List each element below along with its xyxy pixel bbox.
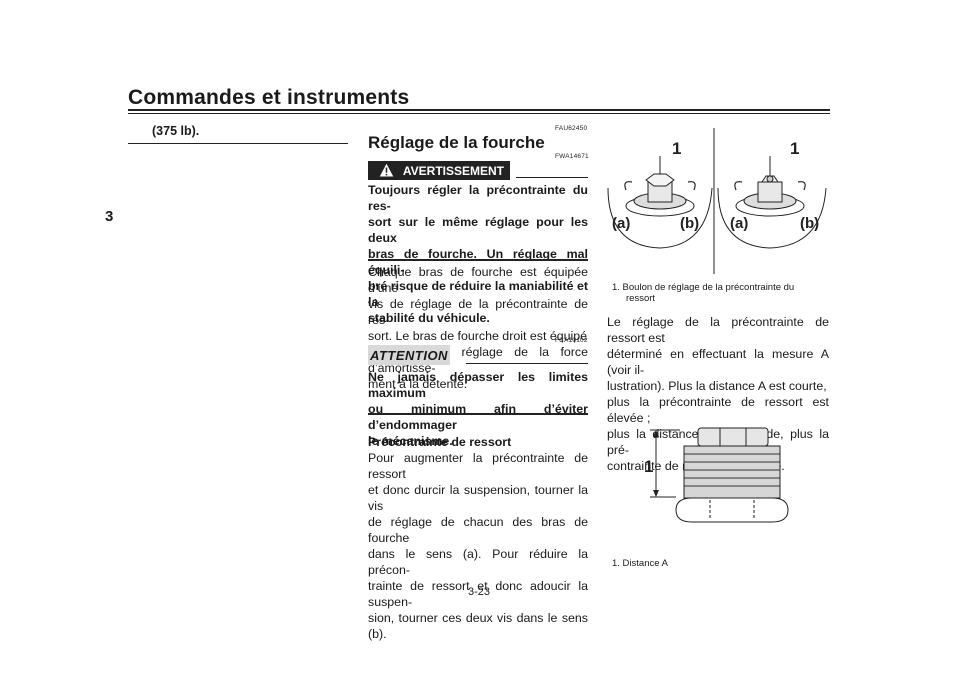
warning-text: Toujours régler la précontrainte du res-… — [368, 183, 588, 325]
warning-top-rule — [516, 177, 588, 178]
subsection-text: Pour augmenter la précontrainte de resso… — [368, 451, 588, 641]
left-column-rule — [128, 143, 348, 144]
warning-bottom-rule — [368, 259, 588, 261]
subsection-title: Précontrainte de ressort — [368, 435, 512, 449]
warning-ref-code: FWA14671 — [555, 153, 589, 160]
caution-ref-code: FCA10102 — [555, 337, 588, 344]
warning-label-box: AVERTISSEMENT — [368, 161, 510, 180]
page-number: 3-23 — [468, 586, 491, 598]
page-header-title: Commandes et instruments — [128, 86, 410, 109]
fig2-callout: 1 — [644, 457, 653, 476]
header-rule-thin — [128, 113, 830, 114]
caution-top-rule — [466, 363, 588, 364]
fig1-callout-right: 1 — [790, 139, 799, 158]
warning-icon — [379, 163, 394, 177]
caution-bottom-rule — [368, 413, 588, 415]
warning-label: AVERTISSEMENT — [402, 163, 504, 178]
caution-text: Ne jamais dépasser les limites maximum o… — [368, 370, 588, 448]
figure1-caption-line2: ressort — [626, 293, 656, 304]
fig1-label-b-right: (b) — [800, 215, 819, 232]
continued-text: (375 lb). — [152, 124, 200, 138]
figure-fork-adjusters: 1 1 (a) (b) (a) (b) — [607, 128, 827, 274]
fig1-label-a-left: (a) — [612, 215, 630, 232]
figure2-caption: 1. Distance A — [612, 558, 668, 569]
section-title: Réglage de la fourche — [368, 133, 545, 152]
figure-distance-a: 1 — [644, 427, 789, 523]
fig1-label-b-left: (b) — [680, 215, 699, 232]
fig1-label-a-right: (a) — [730, 215, 748, 232]
section-ref-code: FAU62450 — [555, 125, 588, 132]
figure1-caption-line1: 1. Boulon de réglage de la précontrainte… — [612, 282, 795, 293]
caution-label: ATTENTION — [368, 345, 450, 365]
fig1-callout-left: 1 — [672, 139, 681, 158]
chapter-tab: 3 — [105, 208, 114, 225]
header-rule — [128, 109, 830, 111]
